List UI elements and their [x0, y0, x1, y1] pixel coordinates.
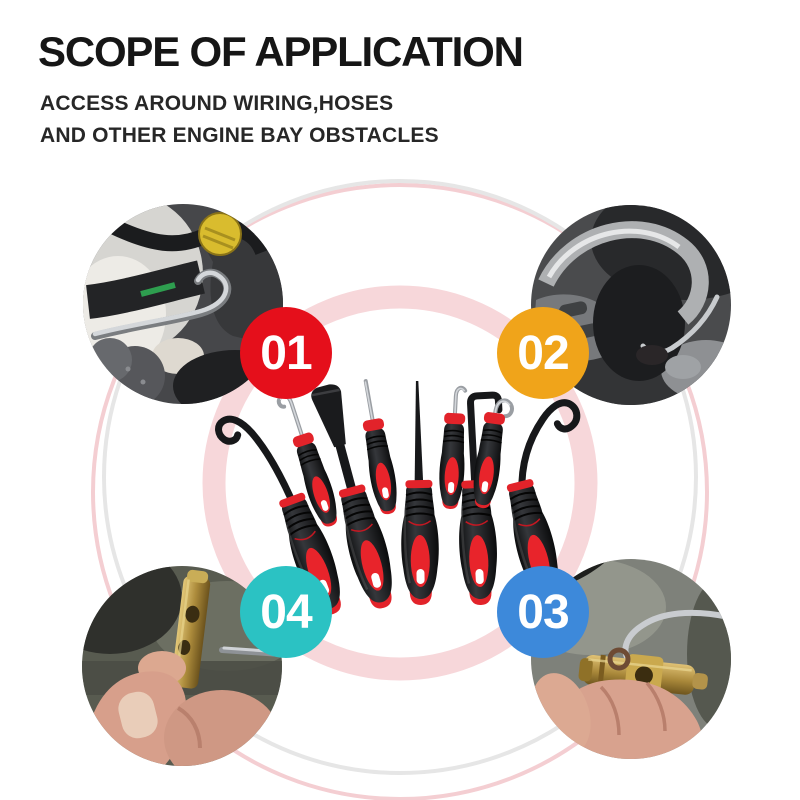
badge-02-label: 02	[517, 326, 569, 380]
badge-04-label: 04	[260, 585, 312, 639]
o-ring	[607, 647, 631, 671]
badge-01: 01	[240, 307, 332, 399]
badge-03-label: 03	[517, 585, 569, 639]
page-subtitle: ACCESS AROUND WIRING,HOSES AND OTHER ENG…	[40, 88, 523, 152]
tool-mini-curved-hook	[468, 398, 514, 511]
photo-hand-brass-valve-pick	[82, 566, 282, 766]
thumbnail	[118, 691, 158, 739]
badge-01-label: 01	[260, 326, 312, 380]
tool-45-degree-hook	[215, 415, 353, 622]
rubber-grommet	[636, 345, 668, 365]
photo-engine-bay-radiator	[83, 204, 283, 404]
hook-tool-in-photo	[92, 270, 229, 337]
tool-mini-pick	[359, 379, 403, 517]
header: SCOPE OF APPLICATION ACCESS AROUND WIRIN…	[38, 28, 524, 152]
tool-long-pick	[398, 381, 442, 607]
subtitle-line-2: AND OTHER ENGINE BAY OBSTACLES	[40, 124, 439, 147]
tool-shepherd-hook	[499, 399, 581, 609]
pink-ring	[202, 285, 598, 681]
thin-pink-circle	[91, 183, 709, 800]
badge-02: 02	[497, 307, 589, 399]
tool-scraper	[311, 384, 403, 615]
tool-mini-hook-right	[436, 385, 469, 511]
badge-03: 03	[497, 566, 589, 658]
page-title: SCOPE OF APPLICATION	[38, 28, 524, 75]
badge-04: 04	[240, 566, 332, 658]
tool-right-angle-hook	[454, 391, 503, 608]
thin-gray-circle	[102, 179, 698, 775]
subtitle-line-1: ACCESS AROUND WIRING,HOSES	[40, 92, 394, 115]
